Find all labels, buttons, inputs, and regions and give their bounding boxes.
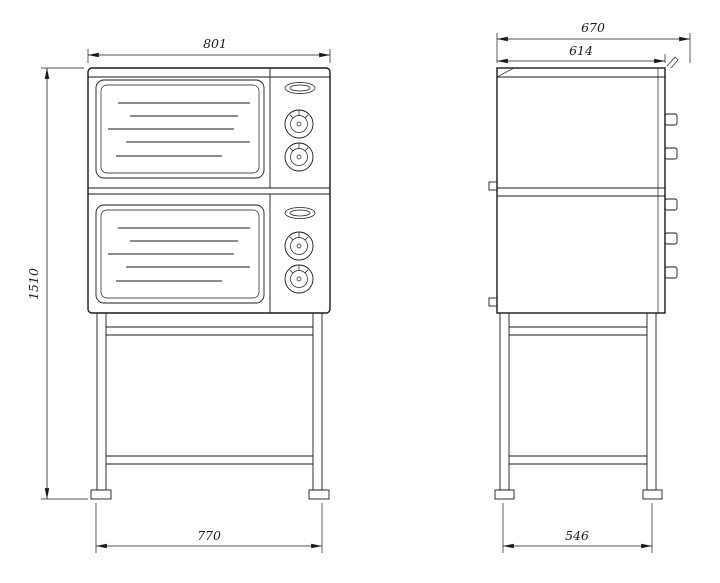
stand-leg bbox=[646, 312, 657, 491]
side-base-depth-label: 546 bbox=[565, 528, 589, 543]
front-height-label: 1510 bbox=[26, 268, 41, 300]
side-body-depth-label: 614 bbox=[569, 43, 593, 58]
top-pipe-fitting bbox=[666, 56, 679, 69]
oven-body-outline bbox=[87, 67, 331, 314]
knob-side-profile bbox=[664, 266, 678, 279]
knob-side-profile bbox=[664, 113, 678, 126]
oven-door-glass bbox=[100, 84, 260, 174]
oven-door bbox=[95, 79, 265, 179]
top-chamfer-line bbox=[496, 67, 515, 78]
oven-door-glass bbox=[100, 209, 260, 299]
stand-side bbox=[494, 312, 663, 500]
dim-front-height: 1510 bbox=[26, 67, 88, 500]
door-vents bbox=[108, 227, 250, 282]
control-knob bbox=[284, 109, 314, 139]
front-view: 801 1510 770 bbox=[26, 36, 331, 553]
stand-foot bbox=[642, 489, 663, 500]
stand-foot bbox=[308, 489, 330, 500]
oven-door bbox=[95, 204, 265, 304]
control-knob bbox=[284, 264, 314, 294]
stand-leg bbox=[499, 312, 510, 491]
side-fittings bbox=[488, 56, 679, 307]
hinge-tab bbox=[488, 297, 498, 307]
stand-leg bbox=[96, 312, 107, 491]
front-top-width-label: 801 bbox=[203, 36, 227, 51]
hinge-tab bbox=[488, 181, 498, 191]
dim-side-overall-depth: 670 bbox=[496, 20, 691, 63]
knob-side-profile bbox=[664, 232, 678, 245]
door-vents bbox=[108, 102, 250, 157]
upper-deck bbox=[95, 68, 316, 188]
knob-side-profile bbox=[664, 147, 678, 160]
brand-badge bbox=[284, 207, 316, 219]
oven-side-outline bbox=[496, 67, 666, 314]
brand-badge bbox=[284, 82, 316, 94]
side-view: 670 614 546 bbox=[488, 20, 691, 553]
dim-side-base-depth: 546 bbox=[502, 503, 653, 553]
dim-front-top-width: 801 bbox=[87, 36, 331, 63]
front-base-width-label: 770 bbox=[197, 528, 221, 543]
control-knob bbox=[284, 231, 314, 261]
stand-leg bbox=[312, 312, 323, 491]
stand-foot bbox=[494, 489, 515, 500]
knob-side-profile bbox=[664, 198, 678, 211]
dim-side-body-depth: 614 bbox=[497, 43, 666, 64]
dim-front-base-width: 770 bbox=[95, 503, 323, 553]
side-overall-depth-label: 670 bbox=[581, 20, 605, 35]
lower-deck bbox=[95, 194, 316, 313]
stand-foot bbox=[90, 489, 112, 500]
stand-front bbox=[90, 312, 330, 500]
control-knob bbox=[284, 142, 314, 172]
